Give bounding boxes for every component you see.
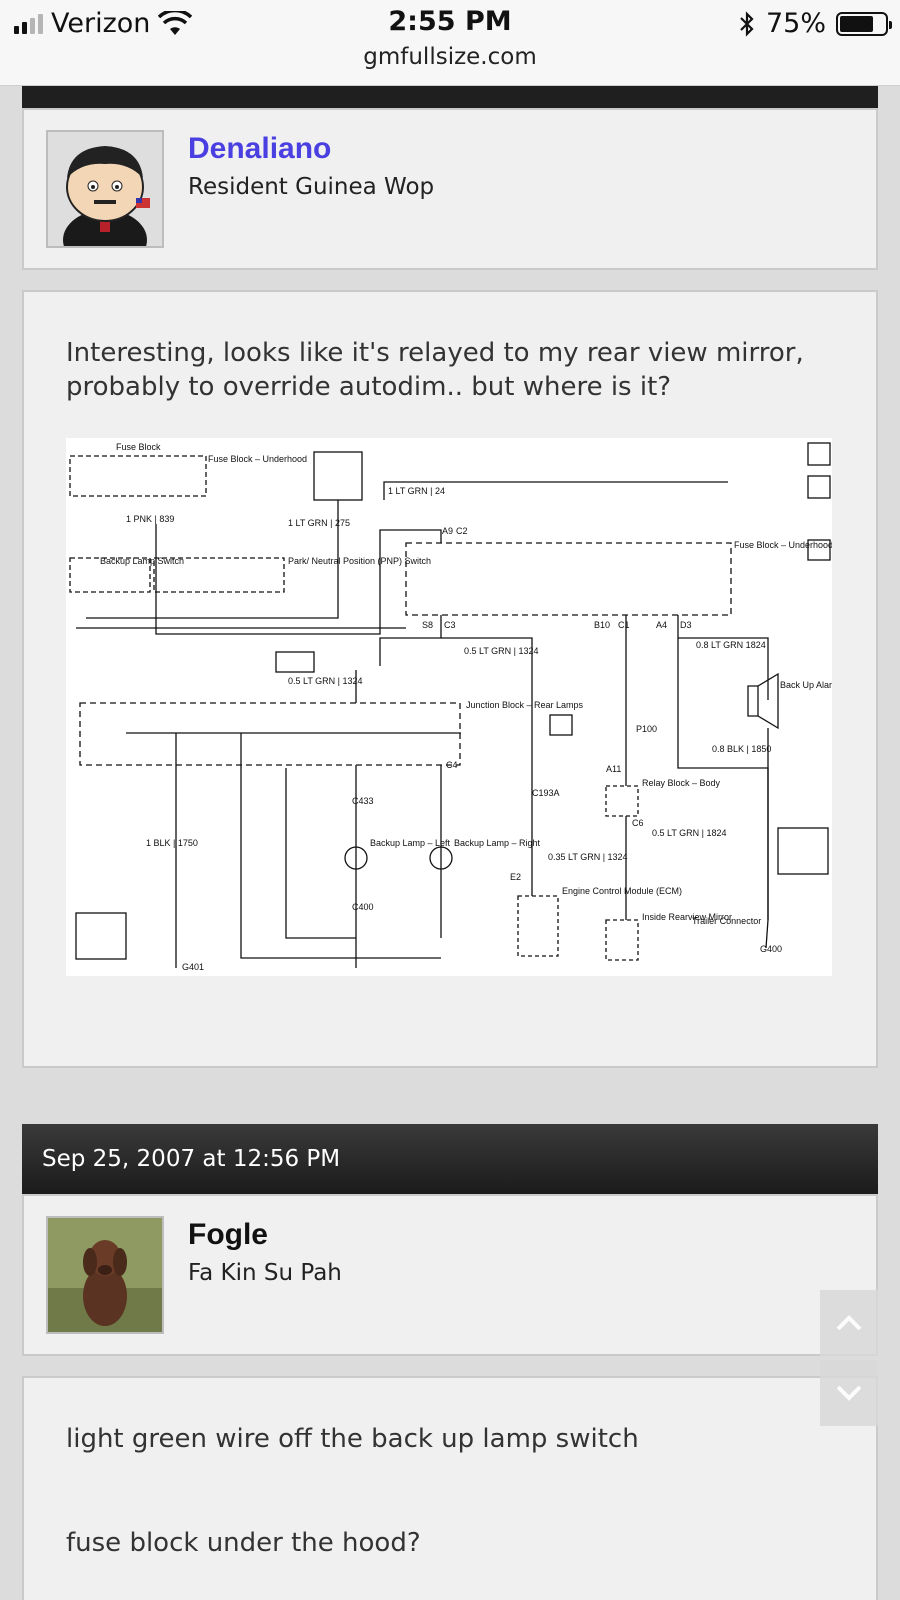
- status-bar: Verizon 2:55 PM 75% gmfullsize.com: [0, 0, 900, 86]
- post-author-card-2: Fogle Fa Kin Su Pah: [22, 1194, 878, 1356]
- diagram-label-e2: E2: [510, 872, 521, 882]
- status-left: Verizon: [14, 8, 193, 39]
- diagram-label-c6: C6: [632, 818, 644, 828]
- diagram-label-c2: C2: [456, 526, 468, 536]
- diagram-label-c433: C433: [352, 796, 374, 806]
- avatar-image: [48, 132, 162, 270]
- diagram-label-a4: A4: [656, 620, 667, 630]
- post-text-line-1: light green wire off the back up lamp sw…: [66, 1424, 639, 1454]
- diagram-label-g401: G401: [182, 962, 204, 972]
- avatar-image-2: [48, 1218, 162, 1332]
- diagram-label-d3: D3: [680, 620, 692, 630]
- battery-icon: [836, 11, 892, 36]
- post-text: Interesting, looks like it's relayed to …: [66, 338, 804, 402]
- post-date-bar: Sep 25, 2007 at 12:56 PM: [22, 1124, 878, 1194]
- diagram-label-c400: C400: [352, 902, 374, 912]
- avatar[interactable]: [46, 130, 164, 270]
- diagram-label-c3: C3: [444, 620, 456, 630]
- post-body-card: Interesting, looks like it's relayed to …: [22, 290, 878, 1068]
- diagram-wire-top: 1 LT GRN | 24: [388, 486, 445, 496]
- diagram-fuse-right: Fuse Block – Underhood: [734, 540, 832, 550]
- clock: 2:55 PM: [388, 6, 512, 37]
- diagram-wire-0-35: 0.35 LT GRN | 1324: [548, 852, 628, 862]
- diagram-label-alarm: Back Up Alarm: [780, 680, 832, 690]
- author-name[interactable]: Fogle: [188, 1218, 268, 1251]
- diagram-label-ecm: Engine Control Module (ECM): [562, 886, 682, 896]
- diagram-wire-pnk: 1 PNK | 839: [126, 514, 174, 524]
- post-author-card: Denaliano Resident Guinea Wop: [22, 108, 878, 270]
- diagram-label-s8: S8: [422, 620, 433, 630]
- diagram-wire-blk-1750: 1 BLK | 1750: [146, 838, 198, 848]
- post-text-line-2: fuse block under the hood?: [66, 1528, 421, 1558]
- diagram-label-c4: C4: [446, 760, 458, 770]
- diagram-label-a11: A11: [606, 764, 621, 774]
- diagram-wire-1824: 0.8 LT GRN 1824: [696, 640, 766, 650]
- author-title-2: Fa Kin Su Pah: [188, 1260, 342, 1286]
- diagram-label-c193a: C193A: [532, 788, 560, 798]
- diagram-label-p100: P100: [636, 724, 657, 734]
- diagram-label-b10: B10: [594, 620, 610, 630]
- diagram-label-trailer: Trailer Connector: [692, 916, 761, 926]
- diagram-wire-275: 1 LT GRN | 275: [288, 518, 350, 528]
- diagram-label-a9: A9: [442, 526, 453, 536]
- battery-percent: 75%: [765, 8, 826, 39]
- carrier-name: Verizon: [51, 8, 151, 39]
- diagram-wire-1850: 0.8 BLK | 1850: [712, 744, 771, 754]
- previous-post-date-bar: [22, 86, 878, 108]
- wiring-diagram: Fuse Block Fuse Block – Underhood 1 LT G…: [66, 438, 840, 976]
- avatar-2[interactable]: [46, 1216, 164, 1334]
- diagram-label-backup-right: Backup Lamp – Right: [454, 838, 541, 848]
- wifi-icon: [158, 10, 193, 35]
- chevron-up-icon: [836, 1315, 862, 1331]
- diagram-label-c1: C1: [618, 620, 630, 630]
- page: Denaliano Resident Guinea Wop Interestin…: [0, 86, 900, 1600]
- diagram-wire-1324b: 0.5 LT GRN | 1324: [288, 676, 363, 686]
- diagram-text-top: Fuse Block: [116, 442, 161, 452]
- diagram-label-junction: Junction Block – Rear Lamps: [466, 700, 584, 710]
- diagram-fuse-top: Fuse Block – Underhood: [208, 454, 307, 464]
- author-title: Resident Guinea Wop: [188, 174, 435, 200]
- diagram-label-relay: Relay Block – Body: [642, 778, 721, 788]
- chevron-down-icon: [836, 1385, 862, 1401]
- diagram-wire-1824b: 0.5 LT GRN | 1824: [652, 828, 727, 838]
- scroll-down-button[interactable]: [820, 1360, 878, 1426]
- url-bar[interactable]: gmfullsize.com: [363, 44, 537, 70]
- diagram-label-pnp: Park/ Neutral Position (PNP) Switch: [288, 556, 431, 566]
- scroll-up-button[interactable]: [820, 1290, 878, 1356]
- diagram-label-g400: G400: [760, 944, 782, 954]
- wiring-diagram-image[interactable]: Fuse Block Fuse Block – Underhood 1 LT G…: [66, 438, 840, 976]
- author-name-link[interactable]: Denaliano: [188, 132, 332, 165]
- diagram-wire-1324a: 0.5 LT GRN | 1324: [464, 646, 539, 656]
- post-body-card-2: light green wire off the back up lamp sw…: [22, 1376, 878, 1600]
- diagram-label-backup-left: Backup Lamp – Left: [370, 838, 451, 848]
- status-right: 75%: [738, 8, 892, 39]
- bluetooth-icon: [740, 10, 754, 37]
- diagram-label-mirror: Inside Rearview Mirror: [642, 912, 732, 922]
- signal-icon: [14, 13, 43, 34]
- diagram-label-backup-switch: Backup Lamp Switch: [100, 556, 184, 566]
